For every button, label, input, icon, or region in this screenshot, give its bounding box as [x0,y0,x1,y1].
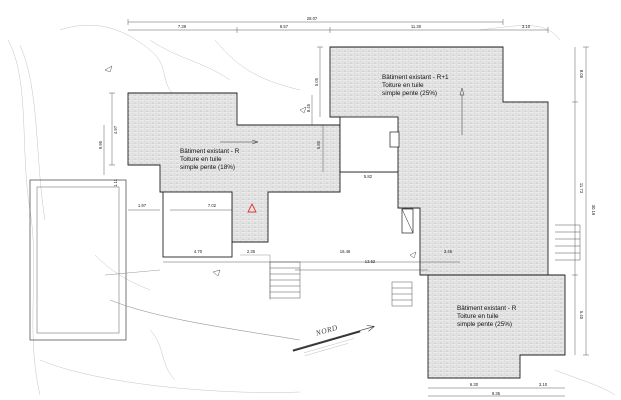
label-r-plus-1: Bâtiment existant - R+1 Toiture en tuile… [382,74,449,97]
dim-top-total: 28.07 [307,16,318,21]
label-r-bottom-line-1: Bâtiment existant - R [457,305,517,312]
compass-label: NORD [314,323,339,338]
roof-r-left [127,92,341,243]
dim-center-a: 5.05 [314,77,319,86]
dim-top-a: 7.39 [178,24,187,29]
dim-b-1352: 13.52 [365,259,376,264]
dim-bot-630: 6.30 [470,382,479,387]
extension-block [162,191,233,258]
dimension-lines [103,19,589,397]
dim-b-1646: 16.46 [340,249,351,254]
roof-r-bottom [427,274,566,379]
survey-marks [104,65,417,277]
dim-center-d: 5.82 [364,174,373,179]
label-r-left: Bâtiment existant - R Toiture en tuile s… [180,148,240,171]
dim-center-c: 5.80 [316,140,321,149]
north-arrow: NORD [292,323,375,356]
dim-right-total: 30.19 [591,205,596,216]
slope-arrow-r-plus-1 [459,87,465,135]
slope-arrows [220,87,465,145]
dim-center-b: 8.45 [306,103,311,112]
dim-left-small: 1.11 [113,178,118,187]
dim-bot-310: 3.10 [539,382,548,387]
label-r-left-line-1: Bâtiment existant - R [180,148,240,155]
label-r-left-line-3: simple pente (18%) [180,164,235,171]
dim-mid-702: 7.02 [208,203,217,208]
dim-left-upper: 4.97 [113,125,118,134]
dim-pool-side: 1.97 [138,203,147,208]
dimension-labels: 28.07 7.39 8.57 11.30 3.10 30.19 8.05 11… [98,16,596,396]
courtyard [339,116,399,173]
swimming-pool [29,179,127,341]
dim-right-lower: 5.40 [579,311,584,320]
warning-triangle-icon [247,202,257,213]
label-r-bottom-line-2: Toiture en tuile [457,313,499,320]
label-r-plus-1-line-3: simple pente (25%) [382,90,437,97]
dim-top-c: 11.30 [411,24,422,29]
dim-right-middle: 11.73 [579,183,584,194]
dim-b-470: 4.70 [194,249,203,254]
dim-left-mid: 9.95 [98,140,103,149]
chimney [389,131,400,148]
dim-right-upper: 8.05 [579,70,584,79]
dim-top-d: 3.10 [522,24,531,29]
label-r-bottom-line-3: simple pente (25%) [457,321,512,328]
label-r-plus-1-line-1: Bâtiment existant - R+1 [382,74,449,81]
dim-b-235: 2.35 [247,249,256,254]
label-r-left-line-2: Toiture en tuile [180,156,222,163]
dim-b-345: 3.45 [444,249,453,254]
slope-arrow-r-left [220,139,259,145]
dim-top-b: 8.57 [280,24,289,29]
label-r-bottom: Bâtiment existant - R Toiture en tuile s… [457,305,517,328]
stairs [269,224,581,307]
label-r-plus-1-line-2: Toiture en tuile [382,82,424,89]
dim-bot-total: 9.35 [492,391,501,396]
